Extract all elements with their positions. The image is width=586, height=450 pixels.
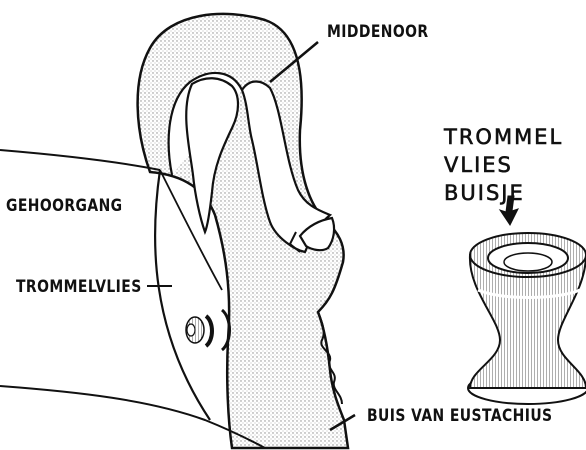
- tympanostomy-tube-illustration: [468, 233, 586, 404]
- grommet-in-eardrum: [186, 310, 230, 350]
- label-trommelvliesbuisje-line-2: VLIES: [444, 155, 513, 176]
- ear-canal-lower-wall: [0, 386, 265, 448]
- label-trommelvlies: TROMMELVLIES: [16, 279, 142, 296]
- label-trommelvliesbuisje-line-1: TROMMEL: [444, 127, 563, 148]
- label-trommelvliesbuisje-line-3: BUISJE: [444, 183, 525, 204]
- label-gehoorgang: GEHOORGANG: [6, 198, 123, 215]
- label-buis-van-eustachius: BUIS VAN EUSTACHIUS: [367, 408, 553, 425]
- ear-canal-upper-wall: [0, 150, 160, 170]
- label-middenoor: MIDDENOOR: [327, 24, 429, 41]
